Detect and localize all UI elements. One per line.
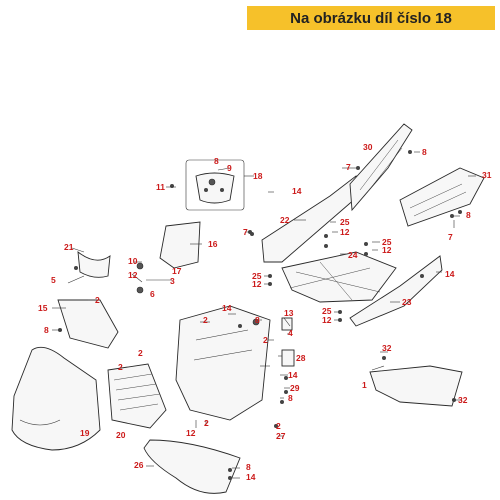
callout-25-c: 25 (252, 271, 262, 281)
callout-2-mid: 2 (263, 335, 268, 345)
callout-32-top: 32 (382, 343, 392, 353)
callout-2-right: 2 (276, 421, 281, 431)
callout-18: 18 (253, 171, 263, 181)
callout-8-low: 8 (288, 393, 293, 403)
part-31-rear-cover (399, 167, 485, 227)
callout-24: 24 (348, 250, 358, 260)
callout-7-top: 7 (346, 162, 351, 172)
callout-28: 28 (296, 353, 306, 363)
callout-29: 29 (290, 383, 300, 393)
part-13-piece (281, 317, 293, 331)
callout-2-left: 2 (95, 295, 100, 305)
callout-6: 6 (150, 289, 155, 299)
part-28-piece (281, 349, 295, 367)
part-15-mount (57, 299, 119, 349)
callout-32-bottom: 32 (458, 395, 468, 405)
callout-12-left: 12 (128, 270, 138, 280)
callout-19: 19 (80, 428, 90, 438)
callout-8-top: 8 (214, 156, 219, 166)
callout-25-d: 25 (322, 306, 332, 316)
callout-1: 1 (362, 380, 367, 390)
callout-12-bottom: 12 (186, 428, 196, 438)
callout-2-shield: 2 (203, 315, 208, 325)
callout-3: 3 (170, 276, 175, 286)
callout-16: 16 (208, 239, 218, 249)
part-1-under-cover (369, 365, 463, 407)
part-30-rear-cover (349, 123, 413, 212)
callout-25-b: 25 (382, 237, 392, 247)
callout-8-shield: 8 (255, 315, 260, 325)
callout-8-right: 8 (466, 210, 471, 220)
callout-13: 13 (284, 308, 294, 318)
callout-14-cover: 14 (246, 472, 256, 482)
callout-12-d: 12 (322, 315, 332, 325)
part-16-windscreen (159, 221, 201, 269)
part-24-floorboard (281, 251, 397, 303)
part-20-grille (107, 363, 167, 429)
callout-4: 4 (288, 328, 293, 338)
callout-26: 26 (134, 460, 144, 470)
callout-14-top: 14 (292, 186, 302, 196)
callout-5: 5 (51, 275, 56, 285)
callout-12-b: 12 (382, 245, 392, 255)
part-18-cover (185, 159, 245, 211)
part-26-lower-cover (143, 439, 241, 494)
part-23-side-panel (349, 255, 443, 327)
callout-15: 15 (38, 303, 48, 313)
callout-12-c: 12 (252, 279, 262, 289)
leader-lines (52, 151, 476, 479)
callout-30: 30 (363, 142, 373, 152)
callout-8-left: 8 (44, 325, 49, 335)
callout-2-grille: 2 (138, 348, 143, 358)
callout-21: 21 (64, 242, 74, 252)
callout-2-bottom: 2 (204, 418, 209, 428)
callout-31: 31 (482, 170, 492, 180)
callout-14-shield: 14 (222, 303, 232, 313)
callout-7-right: 7 (448, 232, 453, 242)
callout-14-right: 14 (445, 269, 455, 279)
callout-23: 23 (402, 297, 412, 307)
callout-11: 11 (156, 182, 165, 192)
callout-9: 9 (227, 163, 232, 173)
banner-text: Na obrázku díl číslo 18 (290, 9, 452, 27)
callout-7-mid: 7 (243, 227, 248, 237)
callout-17: 17 (172, 266, 182, 276)
callout-27: 27 (276, 431, 286, 441)
callout-22: 22 (280, 215, 290, 225)
callout-12-a: 12 (340, 227, 350, 237)
callout-2-grille-b: 2 (118, 362, 123, 372)
part-21-bracket (77, 251, 111, 278)
callout-10: 10 (128, 256, 138, 266)
callout-8-cover: 8 (246, 462, 251, 472)
callout-25-a: 25 (340, 217, 350, 227)
callout-8-rear: 8 (422, 147, 427, 157)
part-number-banner: Na obrázku díl číslo 18 (247, 6, 495, 30)
callout-14-low: 14 (288, 370, 298, 380)
callout-labels: 9 18 11 8 16 7 21 10 12 17 3 5 6 15 2 8 … (38, 142, 492, 482)
part-2-leg-shield (175, 305, 271, 421)
callout-20: 20 (116, 430, 126, 440)
